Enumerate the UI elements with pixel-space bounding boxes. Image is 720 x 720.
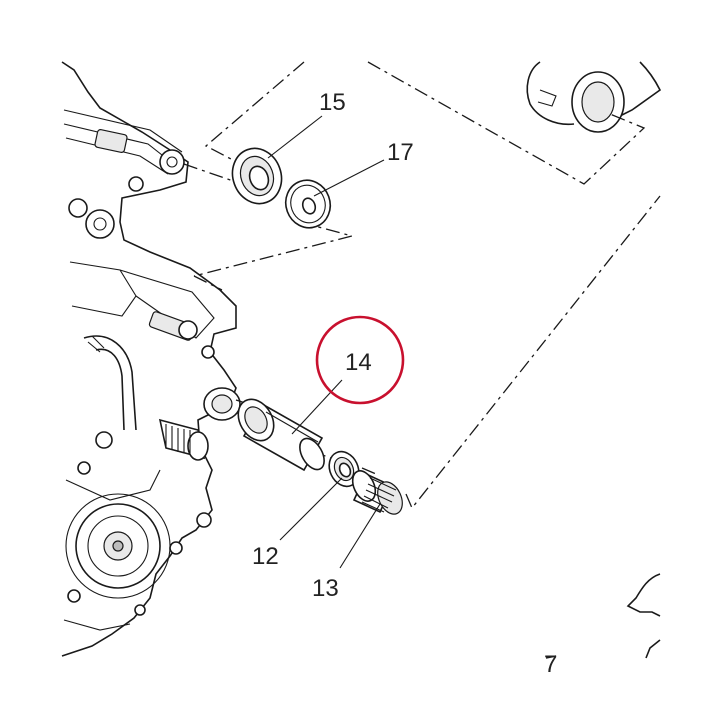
engine-frame-assembly — [61, 61, 241, 657]
part-17-washer — [284, 179, 332, 229]
callout-12: 12 — [252, 543, 279, 570]
part-15-bushing — [231, 147, 283, 205]
highlight-circle — [315, 315, 405, 405]
leader-lines — [267, 115, 385, 569]
part-14-flanged-pin — [237, 398, 325, 472]
part-7-partial — [545, 573, 661, 659]
callout-7: 7 — [544, 651, 557, 678]
callout-17: 17 — [387, 139, 414, 166]
callout-14: 14 — [345, 349, 372, 376]
callout-13: 13 — [312, 575, 339, 602]
swingarm-detail — [526, 61, 662, 133]
part-13-needle-bearing — [351, 470, 403, 515]
callout-15: 15 — [319, 89, 346, 116]
part-12-seal-ring — [328, 450, 360, 488]
